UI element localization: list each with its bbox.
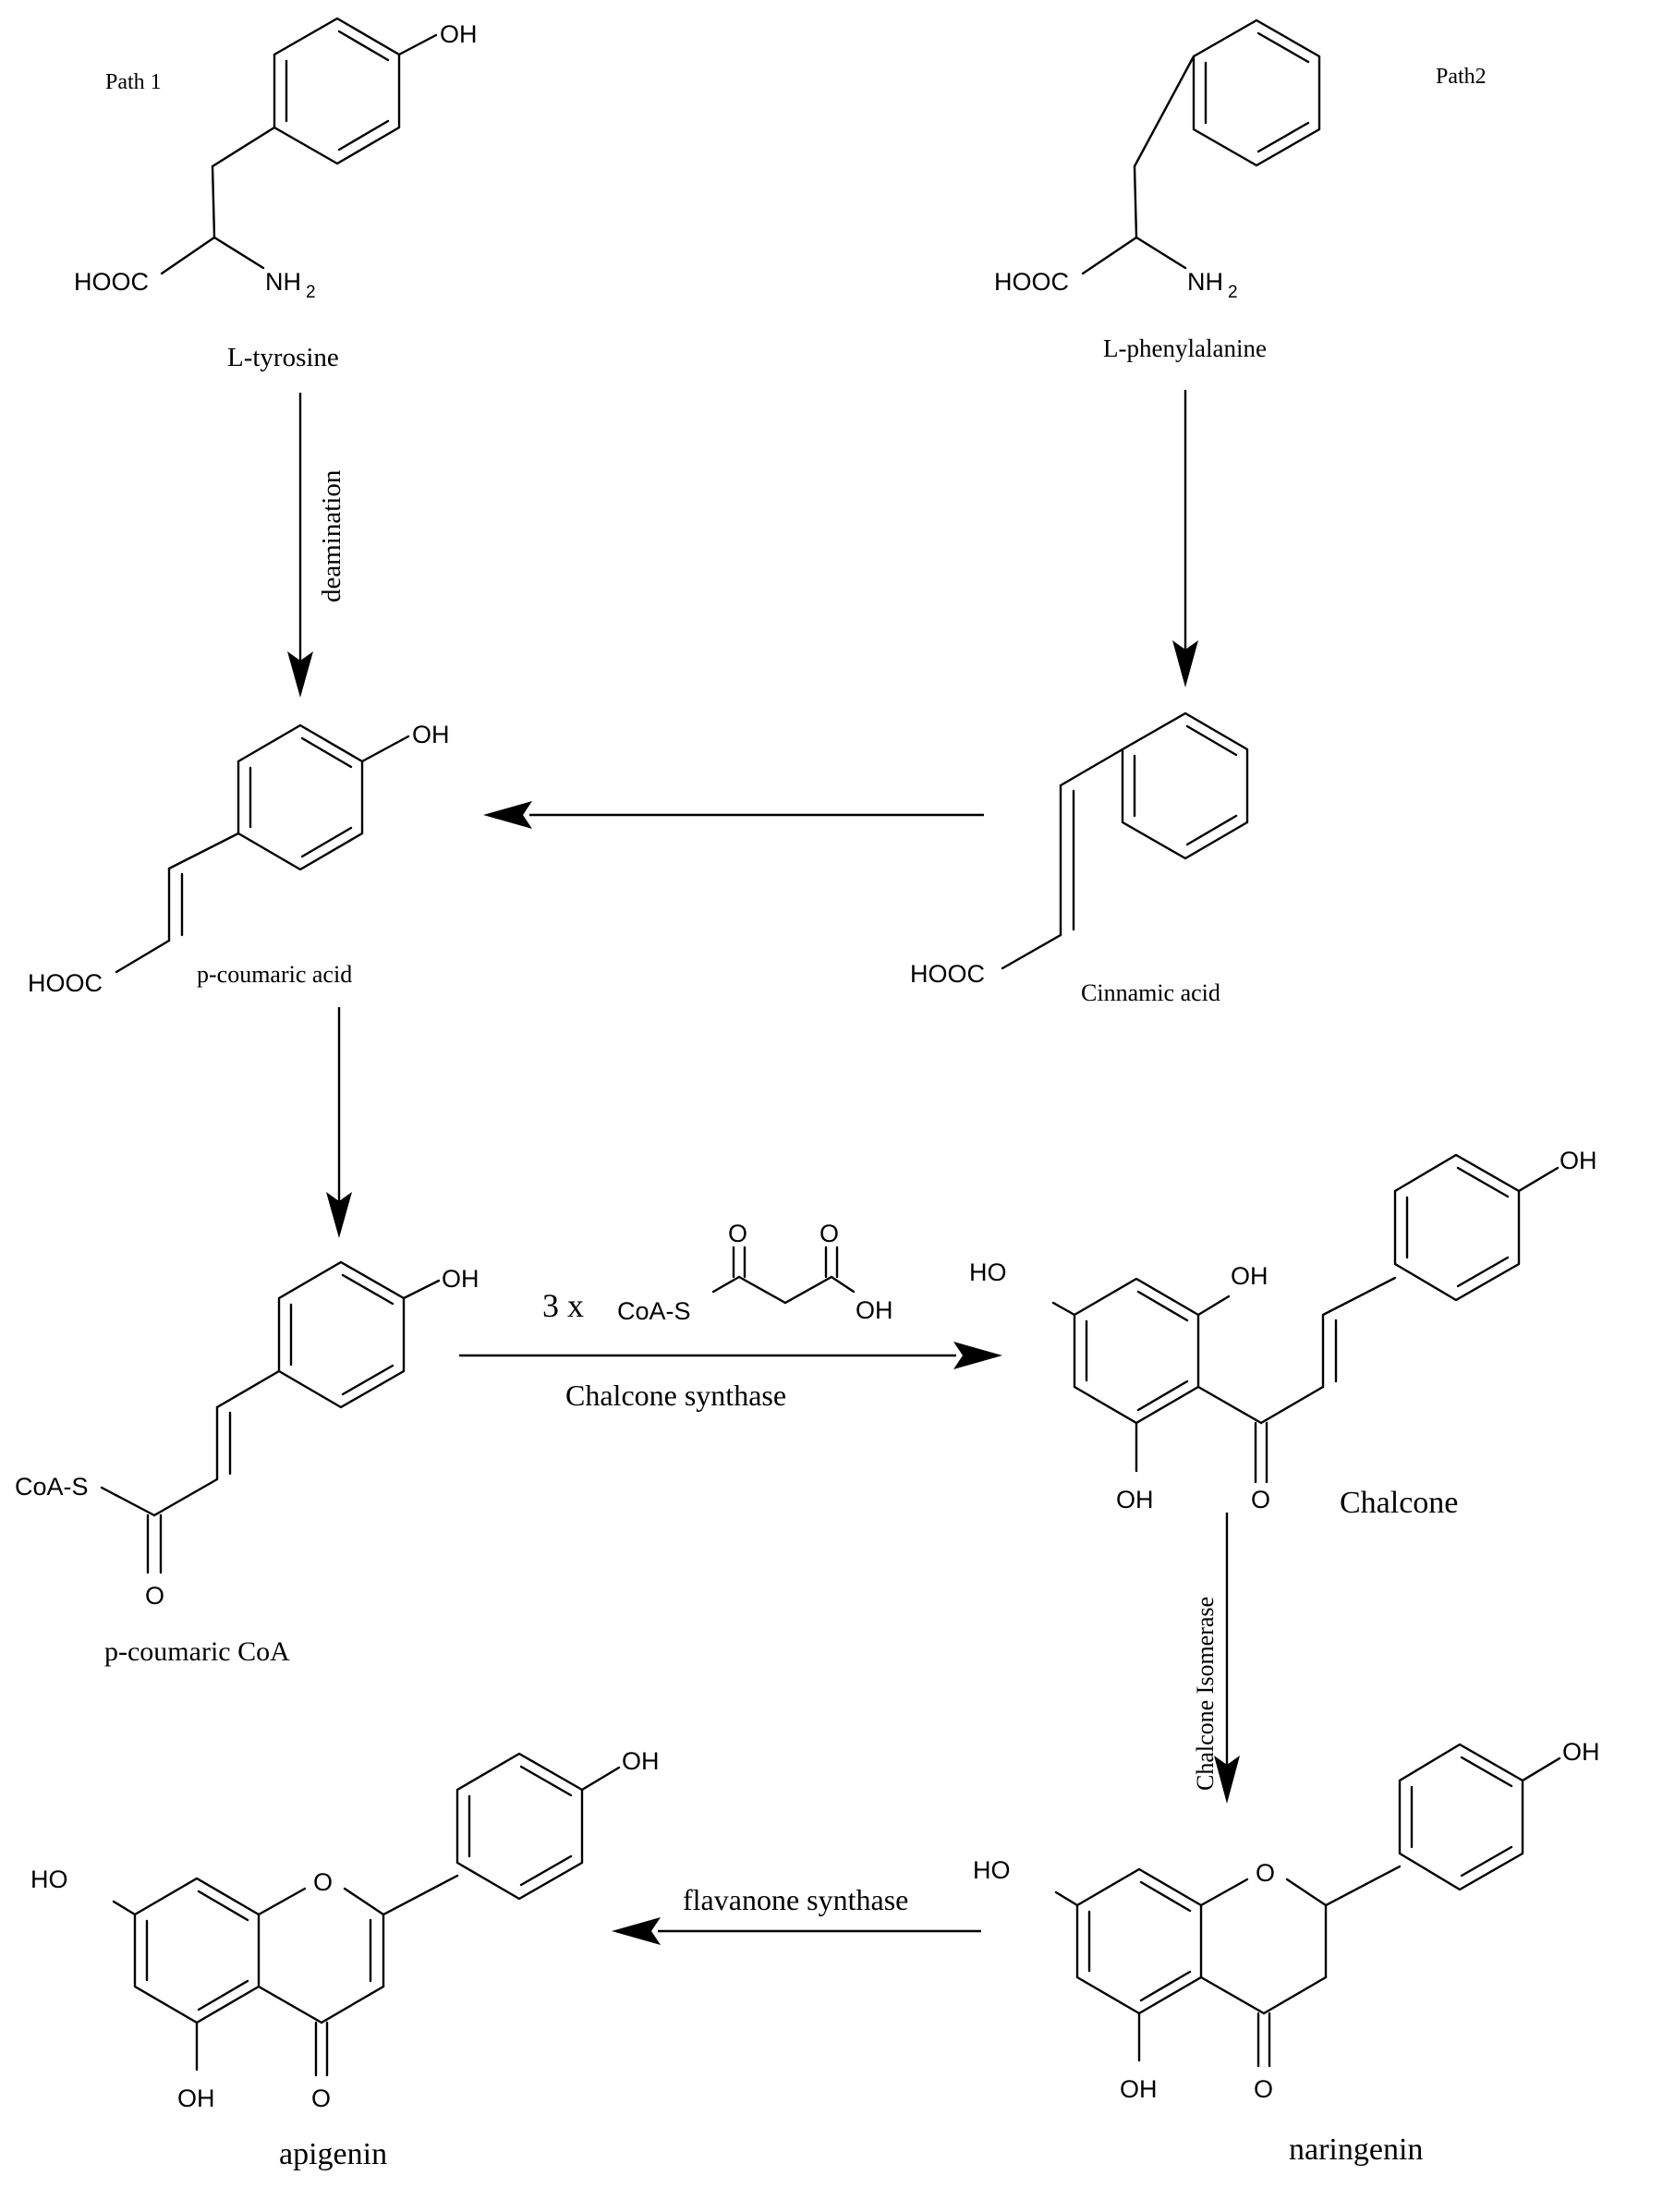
p-coumaric-coa-structure: OH CoA-S O xyxy=(15,1260,479,1610)
apigenin-structure: HO O OH O OH xyxy=(30,1747,660,2112)
l-tyrosine-structure: OH HOOC NH 2 xyxy=(74,17,478,302)
l-phenylalanine-hooc: HOOC xyxy=(994,268,1069,296)
malonyl-multiplier: 3 x xyxy=(542,1287,584,1324)
p-coumaric-acid-structure: OH HOOC xyxy=(28,721,450,997)
l-phenylalanine-structure: HOOC NH 2 xyxy=(994,18,1321,302)
chalcone-oh-ring-b: OH xyxy=(1560,1147,1597,1174)
apigenin-carbonyl-o: O xyxy=(311,2084,331,2112)
naringenin-carbonyl-o: O xyxy=(1254,2075,1273,2103)
chalcone-oh-bottom: OH xyxy=(1116,1486,1154,1513)
naringenin-oh-ring-b: OH xyxy=(1562,1738,1600,1766)
l-phenylalanine-label: L-phenylalanine xyxy=(1103,334,1267,362)
malonyl-o-acid: O xyxy=(819,1220,839,1247)
cinnamic-acid-hooc: HOOC xyxy=(910,960,985,988)
l-tyrosine-nh-subscript: 2 xyxy=(306,283,316,302)
malonyl-coas: CoA-S xyxy=(617,1297,691,1325)
naringenin-label: naringenin xyxy=(1289,2133,1423,2167)
phenylalanine-to-cinnamic-arrow xyxy=(1172,390,1198,687)
p-coumaric-coa-oh: OH xyxy=(442,1265,479,1293)
chalcone-oh-top: OH xyxy=(1231,1262,1268,1290)
p-coumaric-coa-coas: CoA-S xyxy=(15,1473,89,1501)
flavanone-synthase-label: flavanone synthase xyxy=(683,1883,908,1916)
malonyl-o-thioester: O xyxy=(728,1220,747,1247)
l-tyrosine-nh: NH xyxy=(265,268,301,296)
chalcone-synthase-label: Chalcone synthase xyxy=(565,1379,786,1412)
path2-label: Path2 xyxy=(1436,65,1487,89)
malonyl-oh: OH xyxy=(856,1296,893,1324)
naringenin-ho-left: HO xyxy=(973,1856,1011,1884)
naringenin-ring-o: O xyxy=(1256,1859,1275,1887)
apigenin-ho-left: HO xyxy=(30,1866,68,1893)
l-tyrosine-label: L-tyrosine xyxy=(227,343,339,372)
path1-label: Path 1 xyxy=(105,70,162,94)
flavanone-synthase-arrow xyxy=(612,1917,981,1945)
l-tyrosine-oh: OH xyxy=(440,20,478,48)
cinnamic-acid-structure: HOOC xyxy=(910,711,1249,988)
l-phenylalanine-nh: NH xyxy=(1187,268,1223,296)
chalcone-isomerase-label: Chalcone Isomerase xyxy=(1192,1597,1219,1791)
l-tyrosine-hooc: HOOC xyxy=(74,268,149,296)
cinnamic-to-coumaric-arrow xyxy=(483,801,984,829)
deamination-label: deamination xyxy=(317,469,346,602)
chalcone-carbonyl-o: O xyxy=(1251,1486,1270,1513)
malonyl-coa-structure: CoA-S O O OH xyxy=(617,1220,893,1325)
chalcone-structure: HO OH OH O OH xyxy=(969,1147,1597,1513)
l-phenylalanine-nh-subscript: 2 xyxy=(1228,283,1238,302)
deamination-arrow xyxy=(287,393,313,698)
p-coumaric-acid-hooc: HOOC xyxy=(28,969,103,997)
apigenin-oh-ring-b: OH xyxy=(622,1747,660,1775)
chalcone-isomerase-arrow xyxy=(1214,1513,1240,1804)
naringenin-oh-bottom: OH xyxy=(1120,2075,1158,2103)
chalcone-synthase-arrow xyxy=(459,1342,1002,1369)
p-coumaric-acid-label: p-coumaric acid xyxy=(197,961,352,988)
apigenin-label: apigenin xyxy=(279,2137,387,2171)
p-coumaric-coa-label: p-coumaric CoA xyxy=(104,1636,290,1667)
apigenin-ring-o: O xyxy=(313,1868,333,1896)
p-coumaric-coa-carbonyl-o: O xyxy=(145,1582,164,1610)
chalcone-ho-left: HO xyxy=(969,1258,1007,1286)
p-coumaric-acid-oh: OH xyxy=(412,721,450,748)
coumaric-acid-to-coa-arrow xyxy=(326,1007,352,1238)
cinnamic-acid-label: Cinnamic acid xyxy=(1081,979,1220,1006)
apigenin-oh-bottom: OH xyxy=(177,2084,215,2112)
naringenin-structure: HO O OH O OH xyxy=(973,1738,1600,2103)
chalcone-label: Chalcone xyxy=(1340,1486,1458,1520)
